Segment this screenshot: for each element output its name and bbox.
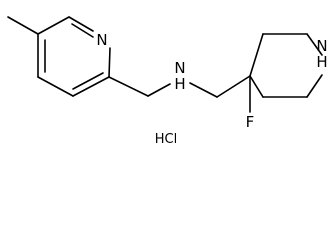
pyridine-ring [37, 16, 111, 97]
bond [68, 16, 94, 32]
bond [108, 47, 111, 78]
piperidine-hydrogen-label: H [316, 53, 327, 71]
linker-chain [108, 75, 251, 98]
bond [37, 16, 70, 35]
bond [249, 33, 264, 77]
piperidine-ring [249, 33, 323, 98]
bond [189, 82, 218, 98]
bond [37, 76, 74, 97]
fluorine-label: F [246, 113, 255, 131]
bond [306, 33, 323, 56]
methyl-bond [7, 16, 39, 35]
piperidine-nitrogen-label: N [316, 37, 327, 55]
double-bond-inner [71, 23, 94, 38]
double-bond-inner [72, 72, 104, 90]
pyridine-nitrogen-label: N [96, 31, 107, 49]
bond [249, 75, 264, 98]
bond [108, 76, 149, 97]
amine-hydrogen-label: H [174, 75, 185, 93]
salt-label: HCl [155, 132, 177, 147]
bond [72, 76, 110, 97]
bond [147, 83, 171, 97]
chemical-structure: N N H F N H HCl [7, 16, 328, 147]
bond [216, 75, 251, 98]
bond [306, 74, 323, 98]
amine-nitrogen-label: N [174, 59, 185, 77]
